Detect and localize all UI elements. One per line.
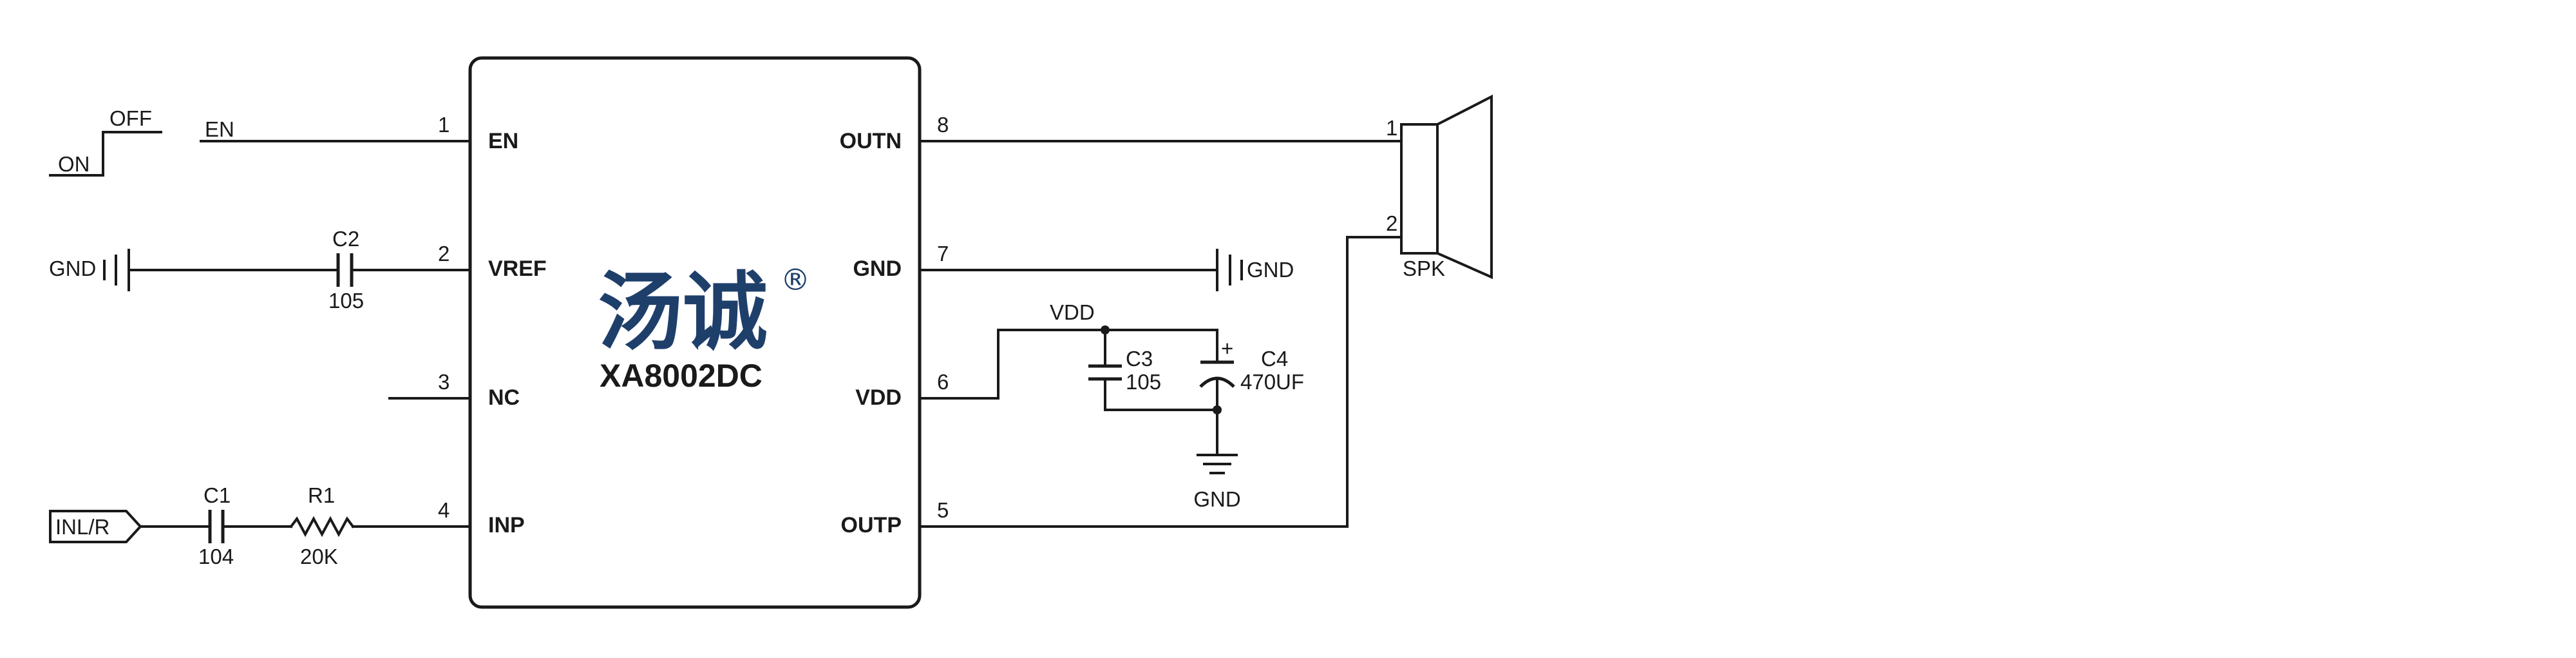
switch-off-label: OFF xyxy=(109,106,152,130)
pin-name-nc: NC xyxy=(488,385,520,410)
pin-name-outn: OUTN xyxy=(840,129,902,153)
pin7-gnd-label: GND xyxy=(1247,258,1294,282)
c1-value: 104 xyxy=(198,545,234,568)
speaker-icon xyxy=(1400,94,1493,280)
c4-value: 470UF xyxy=(1240,370,1304,394)
c1-capacitor xyxy=(208,510,225,543)
input-port-label: INL/R xyxy=(55,515,109,539)
brand-logo: 汤诚 xyxy=(598,263,768,362)
pin-number-5: 5 xyxy=(937,498,949,522)
pin-number-3: 3 xyxy=(438,370,450,394)
pin-number-2: 2 xyxy=(438,242,450,266)
pin-number-6: 6 xyxy=(937,370,949,394)
pin-name-vdd: VDD xyxy=(855,385,902,410)
chip-body xyxy=(468,56,922,609)
r1-ref: R1 xyxy=(308,483,335,507)
c4-polarity: + xyxy=(1221,336,1233,360)
c3-ref: C3 xyxy=(1126,347,1153,371)
outp-wire xyxy=(918,236,1403,528)
vref-ground-symbol xyxy=(103,249,130,291)
c1-ref: C1 xyxy=(204,483,231,507)
c2-value: 105 xyxy=(328,289,364,313)
en-net-label: EN xyxy=(205,117,234,141)
c4-ref: C4 xyxy=(1261,347,1288,371)
vdd-net-label: VDD xyxy=(1050,300,1095,324)
registered-mark: ® xyxy=(781,262,810,297)
switch-on-label: ON xyxy=(58,152,90,176)
pin-name-inp: INP xyxy=(488,513,525,537)
speaker-ref: SPK xyxy=(1403,256,1445,280)
vref-gnd-label: GND xyxy=(49,256,96,280)
pin-number-7: 7 xyxy=(937,242,949,266)
speaker-pin2: 2 xyxy=(1386,211,1397,235)
vdd-wire xyxy=(918,329,1218,400)
c3-capacitor xyxy=(1088,364,1122,381)
pin-name-gnd: GND xyxy=(853,256,902,281)
vdd-gnd-label: GND xyxy=(1193,487,1240,511)
r1-value: 20K xyxy=(300,545,338,568)
pin-name-vref: VREF xyxy=(488,256,547,281)
pin-number-1: 1 xyxy=(438,113,450,137)
speaker-pin1: 1 xyxy=(1386,116,1397,140)
pin-number-8: 8 xyxy=(937,113,949,137)
pin-number-4: 4 xyxy=(438,498,450,522)
r1-resistor xyxy=(289,516,355,537)
input-port: INL/R xyxy=(49,510,142,543)
c2-capacitor xyxy=(336,253,354,287)
c3-value: 105 xyxy=(1126,370,1161,394)
vdd-ground-symbol xyxy=(1197,454,1238,474)
c3-wire-bottom xyxy=(1104,378,1218,411)
pin-name-outp: OUTP xyxy=(841,513,902,537)
pin7-ground-symbol xyxy=(1216,249,1243,291)
enable-switch: ON OFF xyxy=(49,106,162,177)
pin-name-en: EN xyxy=(488,129,518,153)
c2-ref: C2 xyxy=(332,227,359,251)
part-number: XA8002DC xyxy=(600,358,762,394)
gnd-junction xyxy=(1213,405,1222,414)
